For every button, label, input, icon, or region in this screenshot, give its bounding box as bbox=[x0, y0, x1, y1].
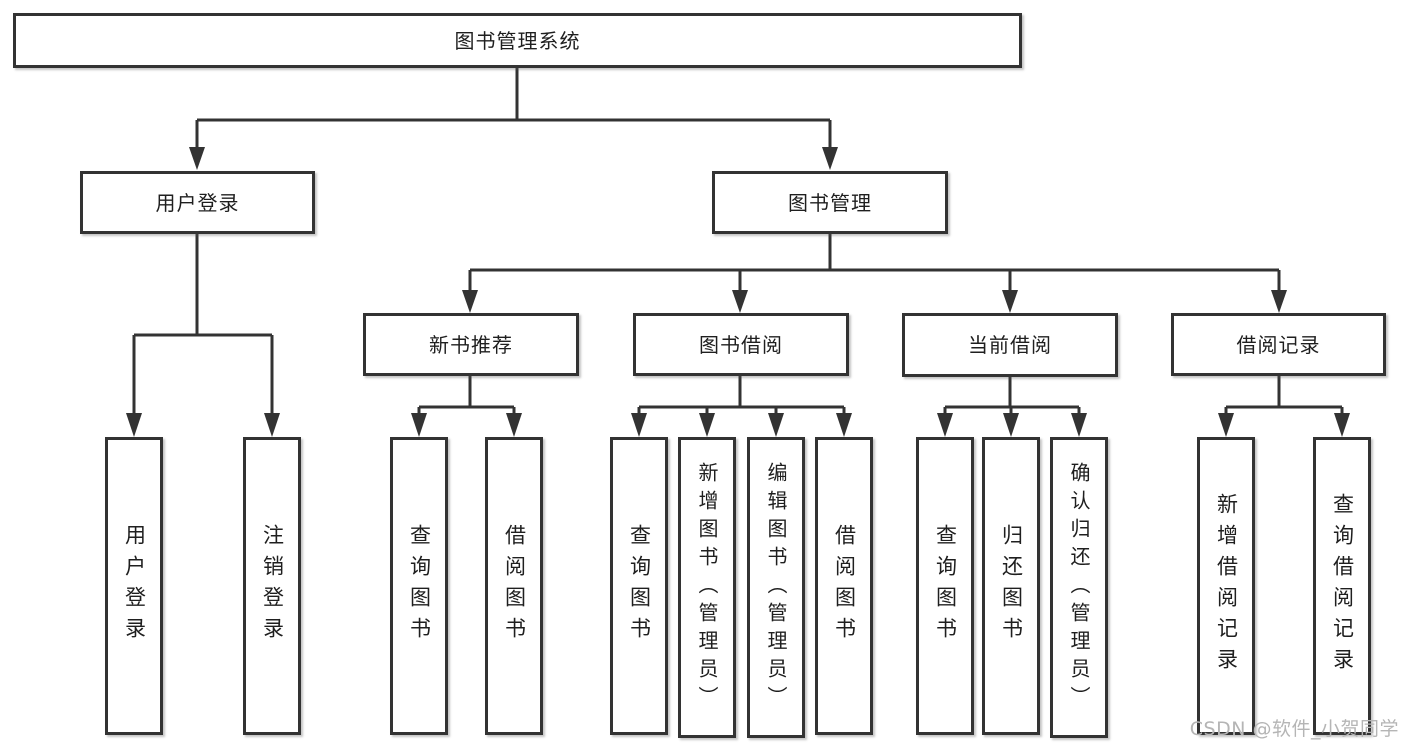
node-label: 图书管理系统 bbox=[454, 28, 581, 53]
node-new-book-recommend: 新书推荐 bbox=[363, 313, 579, 376]
leaf-borrow-books: 借阅图书 bbox=[815, 437, 873, 735]
node-label: 新增图书（管理员） bbox=[695, 461, 719, 714]
node-label: 用户登录 bbox=[122, 524, 147, 648]
node-label: 查询图书 bbox=[407, 524, 432, 648]
node-label: 查询借阅记录 bbox=[1330, 493, 1355, 679]
leaf-query-books-borrow: 查询图书 bbox=[610, 437, 668, 735]
node-label: 图书借阅 bbox=[699, 332, 783, 357]
node-label: 借阅图书 bbox=[502, 524, 527, 648]
node-book-management: 图书管理 bbox=[712, 171, 948, 234]
leaf-return-books: 归还图书 bbox=[982, 437, 1040, 735]
node-label: 当前借阅 bbox=[968, 333, 1052, 357]
leaf-borrow-books-recommend: 借阅图书 bbox=[485, 437, 543, 735]
csdn-watermark: CSDN @软件_小贺同学 bbox=[1189, 718, 1399, 740]
node-label: 借阅记录 bbox=[1236, 332, 1321, 357]
leaf-query-books-current: 查询图书 bbox=[916, 437, 974, 735]
node-label: 用户登录 bbox=[155, 190, 240, 215]
node-current-borrowing: 当前借阅 bbox=[902, 313, 1118, 377]
leaf-logout: 注销登录 bbox=[243, 437, 301, 735]
leaf-user-login: 用户登录 bbox=[105, 437, 163, 735]
leaf-add-books-admin: 新增图书（管理员） bbox=[678, 437, 736, 738]
node-label: 归还图书 bbox=[999, 524, 1024, 648]
leaf-query-books-recommend: 查询图书 bbox=[390, 437, 448, 735]
leaf-add-borrow-record: 新增借阅记录 bbox=[1197, 437, 1255, 735]
node-label: 查询图书 bbox=[933, 524, 958, 648]
node-label: 注销登录 bbox=[260, 524, 285, 648]
node-borrowing-records: 借阅记录 bbox=[1171, 313, 1386, 376]
leaf-query-borrow-record: 查询借阅记录 bbox=[1313, 437, 1371, 735]
leaf-edit-books-admin: 编辑图书（管理员） bbox=[747, 437, 805, 738]
node-label: 确认归还（管理员） bbox=[1067, 461, 1091, 714]
node-label: 借阅图书 bbox=[832, 524, 857, 648]
node-user-login: 用户登录 bbox=[80, 171, 315, 234]
leaf-confirm-return-admin: 确认归还（管理员） bbox=[1050, 437, 1108, 738]
node-label: 新书推荐 bbox=[429, 332, 513, 357]
node-label: 图书管理 bbox=[788, 190, 872, 215]
node-label: 查询图书 bbox=[627, 524, 652, 648]
node-label: 新增借阅记录 bbox=[1214, 493, 1239, 679]
node-book-borrowing: 图书借阅 bbox=[633, 313, 849, 376]
node-label: 编辑图书（管理员） bbox=[764, 461, 788, 714]
node-library-management-system: 图书管理系统 bbox=[13, 13, 1022, 68]
